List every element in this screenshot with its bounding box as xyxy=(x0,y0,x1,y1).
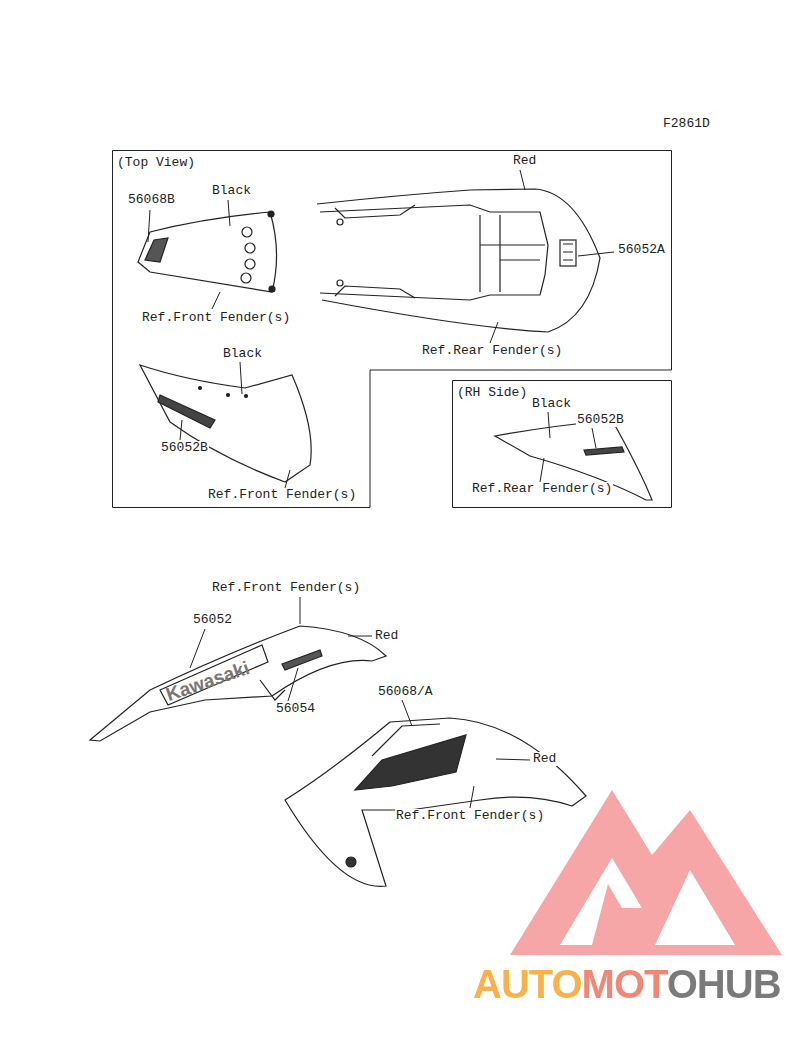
figure-code: F2861D xyxy=(662,117,711,131)
color-note: Black xyxy=(211,184,252,198)
callout-number: 56068/A xyxy=(377,685,434,699)
color-note: Red xyxy=(532,752,557,766)
callout-number: 56052B xyxy=(160,441,209,455)
color-note: Black xyxy=(222,347,263,361)
reference-label: Ref.Front Fender(s) xyxy=(211,581,361,595)
color-note: Black xyxy=(531,397,572,411)
reference-label: Ref.Front Fender(s) xyxy=(395,809,545,823)
view-heading: (RH Side) xyxy=(456,385,528,400)
reference-label: Ref.Front Fender(s) xyxy=(141,311,291,325)
reference-label: Ref.Rear Fender(s) xyxy=(421,344,563,358)
reference-label: Ref.Rear Fender(s) xyxy=(471,482,613,496)
color-note: Red xyxy=(374,629,399,643)
watermark: AUTOMOTOHUB xyxy=(472,962,782,1006)
color-note: Red xyxy=(512,154,537,168)
callout-number: 56068B xyxy=(127,193,176,207)
callout-number: 56054 xyxy=(275,702,316,716)
view-heading: (Top View) xyxy=(116,155,196,170)
callout-number: 56052A xyxy=(617,243,666,257)
callout-number: 56052 xyxy=(192,613,233,627)
reference-label: Ref.Front Fender(s) xyxy=(207,488,357,502)
callout-number: 56052B xyxy=(576,413,625,427)
